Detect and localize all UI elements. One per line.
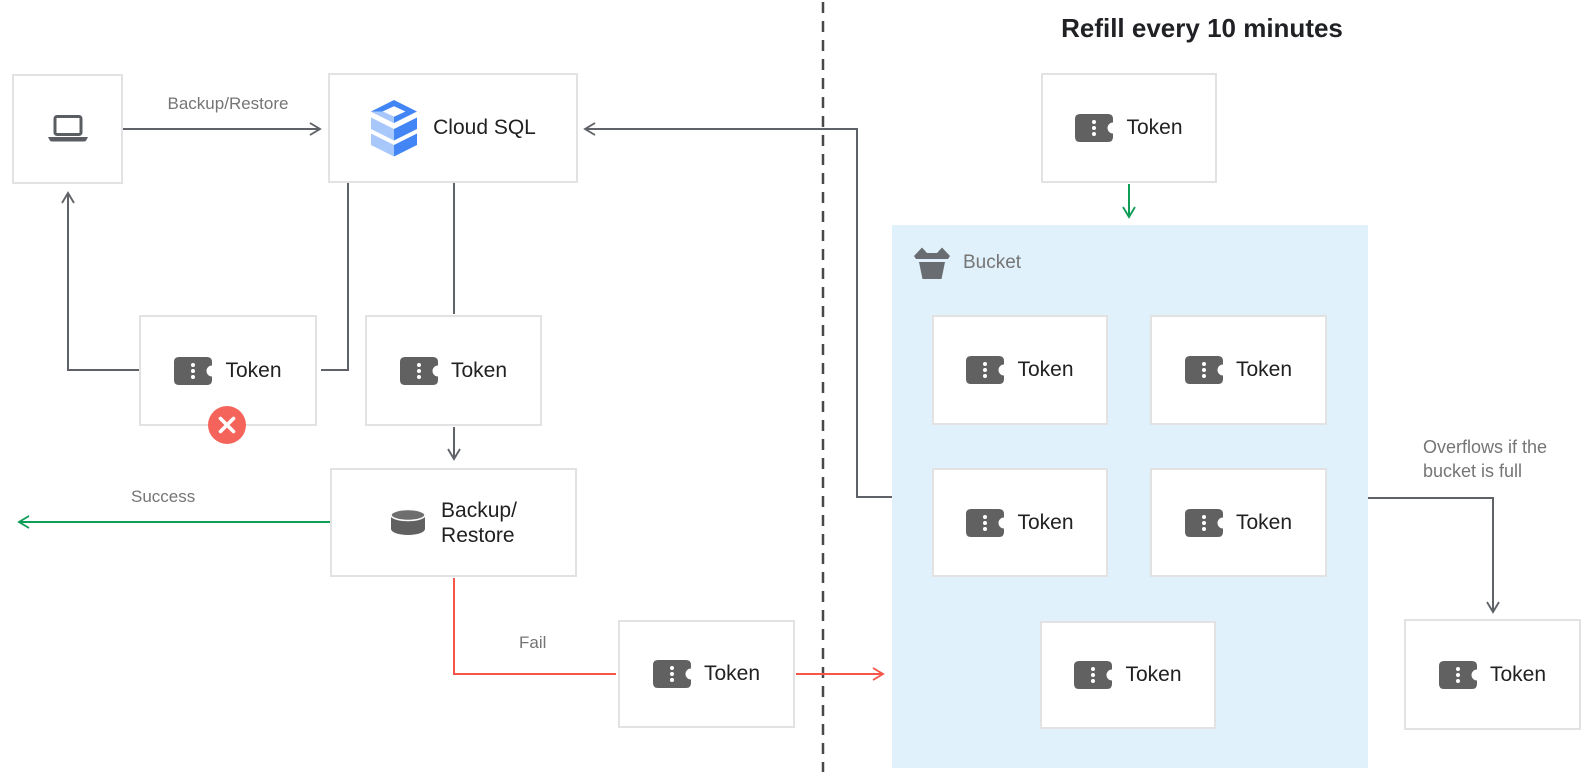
cloud-sql-icon [370, 100, 418, 157]
token-icon [400, 357, 438, 385]
edge-bucket-overflow [1368, 497, 1500, 614]
token-label: Token [703, 662, 761, 685]
refill-title: Refill every 10 minutes [1061, 13, 1343, 43]
token-icon [1439, 661, 1477, 689]
edge-bucket-to-cloudsql [583, 122, 892, 498]
bucket-token-3: Token [932, 468, 1108, 577]
token-refill-node: Token [1041, 73, 1217, 183]
bucket-token-5: Token [1040, 621, 1216, 729]
backup-restore-label-line2: Restore [441, 523, 515, 547]
token-overflow-node: Token [1404, 619, 1581, 730]
token-label: Token [1235, 510, 1293, 534]
token-label: Token [1017, 358, 1074, 381]
token-icon [1075, 114, 1113, 142]
token-icon [966, 356, 1004, 384]
token-icon [1074, 661, 1112, 689]
request-edge-label: Backup/Restore [167, 94, 289, 113]
bucket-token-1: Token [932, 315, 1108, 425]
bucket-label: Bucket [963, 251, 1022, 273]
bucket-token-4: Token [1150, 468, 1327, 577]
fail-edge-label: Fail [519, 633, 547, 652]
bucket-icon [913, 246, 951, 279]
denied-x-badge [208, 406, 246, 444]
token-icon [1185, 356, 1223, 384]
token-icon [1185, 509, 1223, 537]
edge-token-denied-to-client [61, 191, 139, 371]
token-label: Token [1125, 663, 1182, 686]
token-label: Token [1489, 662, 1547, 686]
bucket-container: Bucket Token Token Token Token Token [892, 225, 1368, 768]
token-failed-node: Token [618, 620, 795, 728]
database-icon [390, 509, 426, 536]
token-pending-node: Token [365, 315, 542, 426]
token-icon [653, 660, 691, 688]
success-edge-label: Success [131, 487, 196, 506]
overflow-edge-label: Overflows if the bucket is full [1423, 435, 1547, 483]
token-label: Token [450, 358, 508, 382]
bucket-token-2: Token [1150, 315, 1327, 425]
client-node [12, 74, 123, 184]
cloud-sql-label: Cloud SQL [433, 116, 536, 139]
laptop-icon [48, 115, 88, 143]
backup-restore-label-line1: Backup/ [441, 498, 517, 522]
token-label: Token [1126, 116, 1183, 139]
overflow-edge-label-line2: bucket is full [1423, 461, 1523, 481]
overflow-edge-label-line1: Overflows if the [1423, 437, 1548, 457]
edge-cloudsql-to-token-denied [321, 183, 349, 371]
x-circle-icon [208, 406, 246, 444]
backup-restore-label: Backup/ Restore [441, 498, 517, 548]
token-icon [174, 357, 212, 385]
token-icon [966, 509, 1004, 537]
edge-fail-to-token [453, 578, 616, 675]
token-label: Token [1017, 510, 1074, 534]
token-label: Token [1235, 358, 1293, 381]
token-label: Token [225, 358, 282, 382]
backup-restore-node: Backup/ Restore [330, 468, 577, 577]
bucket-header: Bucket [913, 246, 1021, 279]
cloud-sql-node: Cloud SQL [328, 73, 578, 183]
